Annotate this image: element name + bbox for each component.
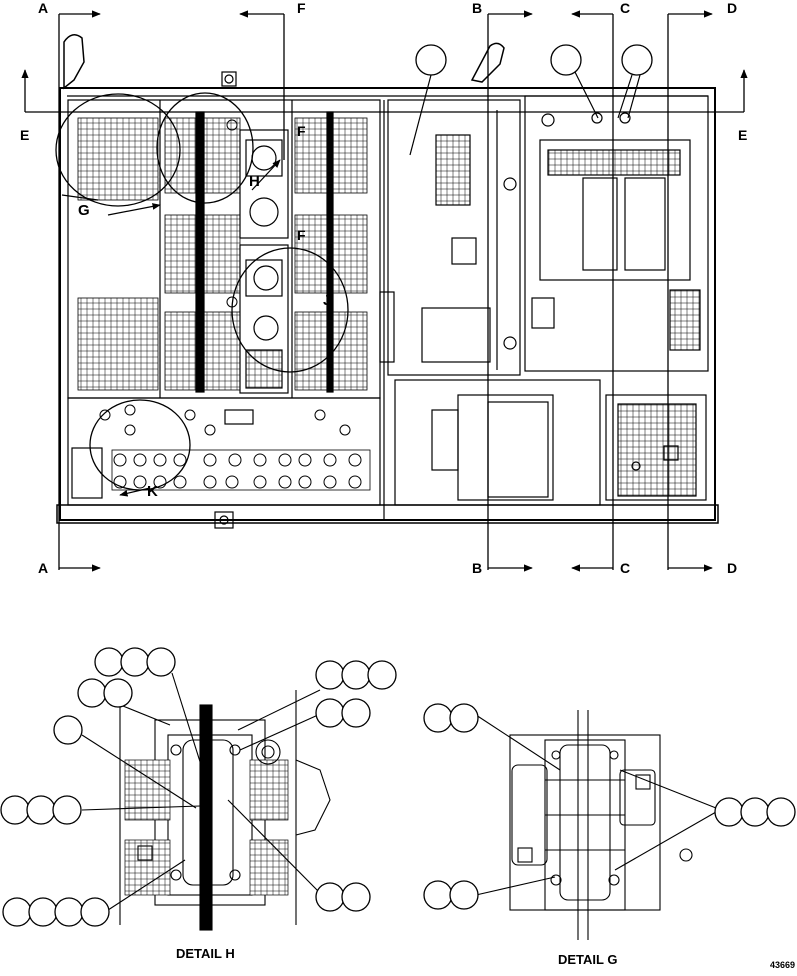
detail-h-view bbox=[81, 672, 331, 931]
section-mark-f-inner: F bbox=[297, 123, 306, 139]
section-mark-c-bottom: C bbox=[620, 560, 630, 576]
section-mark-b-top: B bbox=[472, 0, 482, 16]
detail-g-view bbox=[475, 710, 717, 940]
section-mark-b-bottom: B bbox=[472, 560, 482, 576]
detail-g-caption: DETAIL G bbox=[558, 952, 617, 967]
detail-ref-j: J bbox=[323, 292, 331, 309]
main-view bbox=[21, 10, 748, 572]
left-handle bbox=[63, 34, 85, 90]
callout-bubble bbox=[621, 44, 653, 76]
section-mark-e-right: E bbox=[738, 127, 747, 143]
cabinet-outline bbox=[59, 87, 716, 521]
callout-bubble bbox=[415, 44, 447, 76]
detail-g-callouts bbox=[423, 703, 796, 910]
connector-row-upper bbox=[113, 453, 362, 489]
detail-h-circle bbox=[156, 92, 254, 204]
section-mark-f-lower: F bbox=[297, 227, 306, 243]
section-mark-c-top: C bbox=[620, 0, 630, 16]
section-mark-e-left: E bbox=[20, 127, 29, 143]
callout-bubble bbox=[550, 44, 582, 76]
drawing-number: 43669 bbox=[770, 960, 795, 970]
detail-ref-g: G bbox=[78, 202, 90, 219]
section-mark-f-top: F bbox=[297, 0, 306, 16]
detail-j-circle bbox=[231, 247, 349, 373]
section-mark-d-bottom: D bbox=[727, 560, 737, 576]
section-mark-a-bottom: A bbox=[38, 560, 48, 576]
detail-h-callouts bbox=[0, 647, 397, 927]
section-mark-a-top: A bbox=[38, 0, 48, 16]
detail-ref-h: H bbox=[249, 173, 260, 190]
detail-ref-k: K bbox=[147, 483, 158, 500]
detail-g-circle bbox=[55, 93, 181, 207]
right-handle bbox=[470, 42, 505, 83]
detail-h-caption: DETAIL H bbox=[176, 946, 235, 961]
section-mark-d-top: D bbox=[727, 0, 737, 16]
